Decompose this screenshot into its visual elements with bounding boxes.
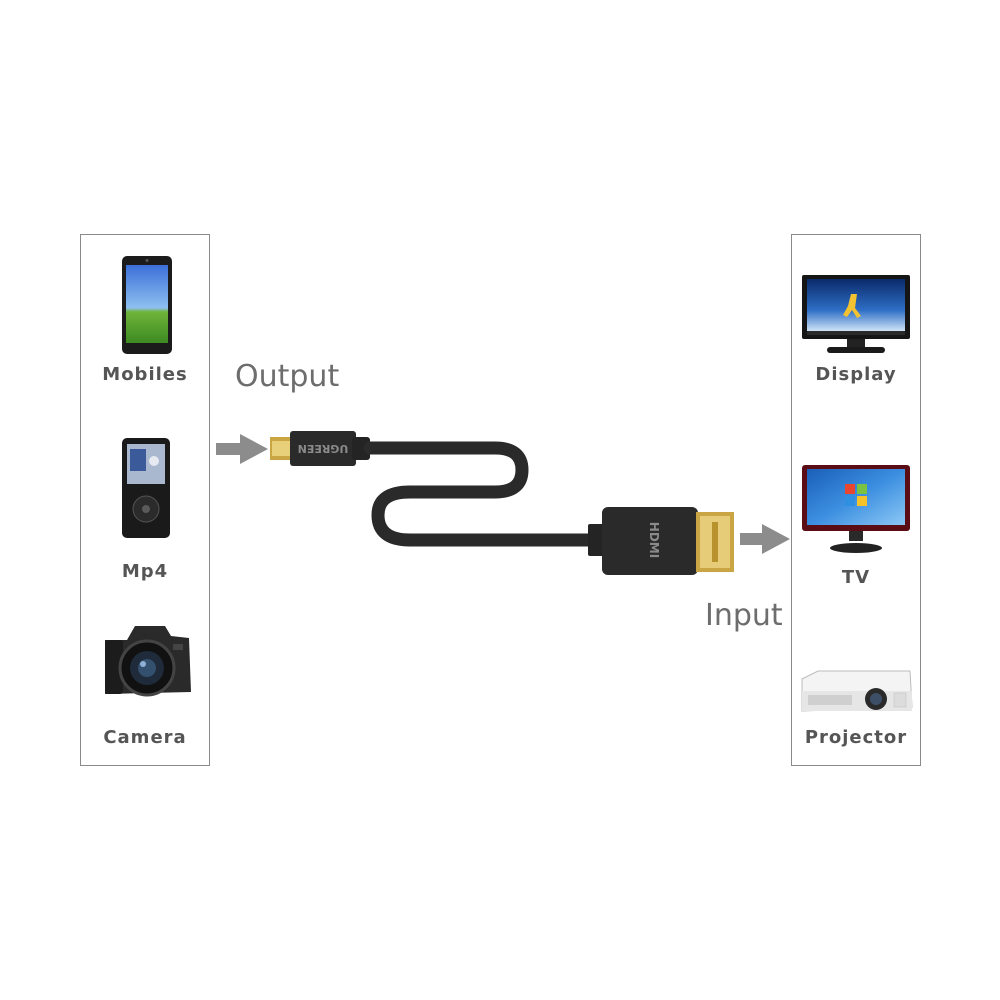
target-devices-panel: Display TV (791, 234, 921, 766)
mp4-player-icon (121, 437, 171, 539)
device-label-projector: Projector (804, 727, 908, 748)
hdmi-plug-icon (588, 507, 734, 575)
device-label-tv: TV (841, 567, 871, 588)
monitor-icon (801, 274, 911, 356)
camera-icon (99, 618, 195, 702)
device-label-camera: Camera (103, 727, 187, 748)
source-devices-panel: Mobiles Mp4 Camera (80, 234, 210, 766)
micro-hdmi-plug-icon (270, 431, 370, 466)
device-label-mobiles: Mobiles (102, 364, 188, 385)
output-arrow-icon (216, 434, 268, 464)
input-arrow-icon (740, 524, 790, 554)
tv-icon (801, 464, 911, 556)
micro-plug-brand-text: UGREEN (298, 442, 349, 455)
device-label-display: Display (815, 364, 897, 385)
hdmi-plug-mark-text: HDMI (647, 522, 661, 558)
device-label-mp4: Mp4 (121, 561, 169, 582)
cable-wire (363, 441, 597, 547)
output-label: Output (235, 359, 340, 394)
projector-icon (798, 667, 914, 717)
smartphone-icon (121, 255, 173, 355)
input-label: Input (705, 598, 783, 633)
